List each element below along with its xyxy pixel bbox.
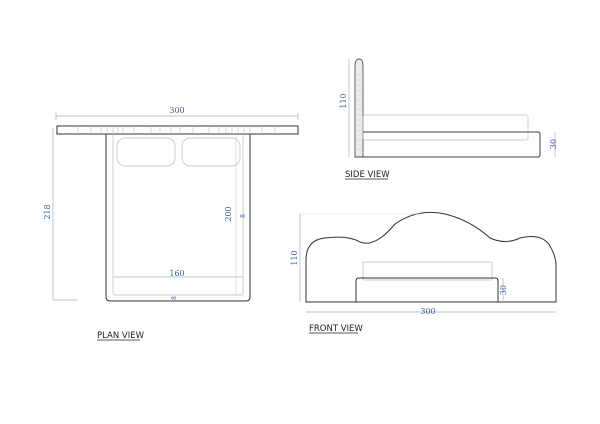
dim-side-height: 110 (339, 93, 348, 108)
plan-view-title: PLAN VIEW (97, 331, 145, 341)
dim-plan-width: 300 (169, 106, 184, 115)
dim-front-width: 300 (420, 307, 435, 316)
pillow-right (181, 137, 241, 167)
dim-mattress-length: 200 (224, 206, 233, 221)
front-view: 110 30 300 FRONT VIEW (290, 211, 557, 334)
pillow-left (116, 137, 176, 167)
dim-front-base: 30 (499, 285, 508, 295)
dim-mattress-width: 160 (169, 269, 184, 278)
dim-side-base: 30 (549, 139, 558, 149)
plan-view: 300 218 160 200 (43, 106, 299, 341)
dim-front-height: 110 (290, 250, 299, 265)
headboard-slats (77, 126, 276, 134)
front-view-title: FRONT VIEW (309, 324, 363, 334)
dim-foot-gap: 8 (171, 296, 178, 300)
dim-side-gap: 8 (240, 214, 247, 218)
dim-plan-length: 218 (43, 204, 52, 219)
side-view: 110 30 SIDE VIEW (339, 58, 558, 180)
side-view-title: SIDE VIEW (345, 170, 390, 180)
